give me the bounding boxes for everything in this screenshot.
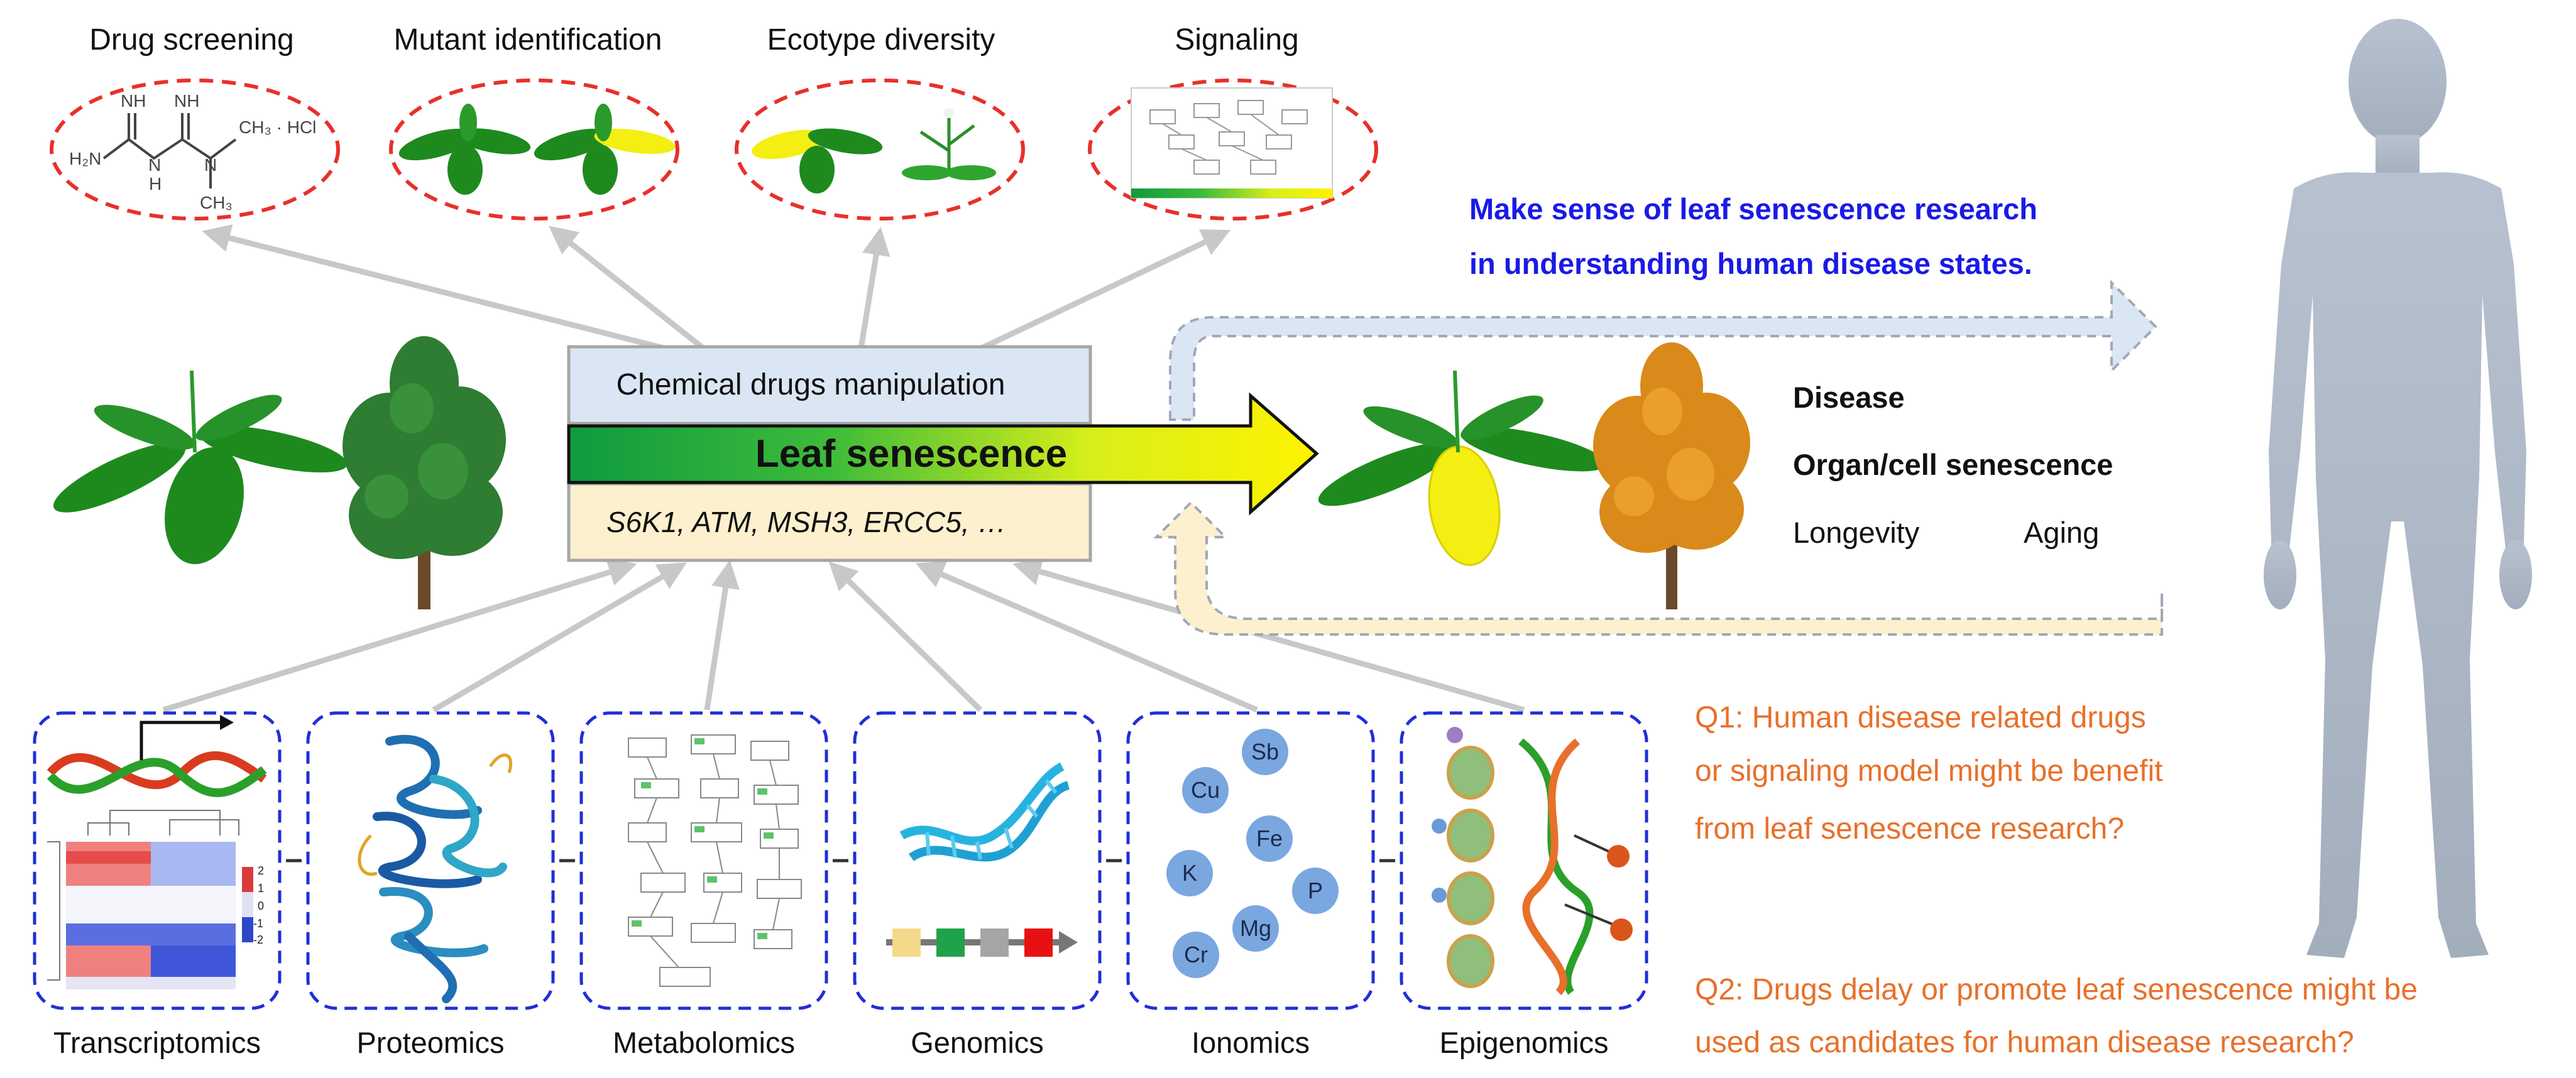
human-silhouette-icon (2264, 19, 2532, 959)
message-line-1: Make sense of leaf senescence research (1469, 192, 2037, 226)
drugs-manipulation-text: Chemical drugs manipulation (616, 368, 1006, 401)
protein-structure-icon (358, 734, 513, 1003)
dna-expression-icon (47, 715, 267, 797)
dna-helix-icon (899, 762, 1070, 862)
gene-blocks-icon (886, 928, 1078, 957)
label-metabolomics: Metabolomics (613, 1026, 795, 1059)
nucleosome-icon (1432, 727, 1494, 988)
q2-line-2: used as candidates for human disease res… (1695, 1026, 2354, 1059)
outcome-longevity: Longevity (1793, 516, 1920, 549)
outcome-disease: Disease (1793, 381, 1905, 414)
ion-k: K (1182, 860, 1197, 886)
heatmap-icon: 2 1 0 -1 -2 (47, 810, 264, 989)
mutant-plants-icon (398, 104, 676, 195)
leaf-senescence-arrow (567, 392, 1319, 516)
message-line-2: in understanding human disease states. (1469, 247, 2032, 280)
mutant-ellipse (389, 79, 679, 220)
ion-cu: Cu (1191, 777, 1220, 803)
ion-fe: Fe (1256, 825, 1283, 851)
q1-line-1: Q1: Human disease related drugs (1695, 701, 2146, 734)
tree-icon (343, 336, 506, 609)
ecotype-plants-icon (752, 108, 996, 193)
ion-mg: Mg (1240, 915, 1271, 941)
drugs-manipulation-box (567, 345, 1092, 425)
application-ellipses (50, 79, 1378, 220)
blue-feedback-arrow (1169, 280, 2157, 421)
leaf-senescence-label: Leaf senescence (755, 432, 1068, 476)
label-mutant-identification: Mutant identification (393, 23, 662, 57)
nh-label-2: NH (174, 91, 199, 111)
pathway-map-icon (628, 734, 802, 987)
genes-box (567, 482, 1092, 562)
omics-boxes (33, 711, 1648, 1010)
n-label-1: N (148, 155, 161, 175)
h2n-label: H₂N (69, 149, 101, 168)
label-transcriptomics: Transcriptomics (53, 1026, 261, 1059)
scale-2: 2 (258, 864, 264, 877)
hcl-label: CH₃ · HCl (239, 117, 316, 137)
scale-1: 1 (258, 882, 264, 895)
application-arrows (202, 224, 1231, 352)
label-epigenomics: Epigenomics (1439, 1026, 1609, 1059)
omics-arrows (162, 558, 1525, 713)
ion-sb: Sb (1251, 739, 1279, 765)
drug-screening-ellipse (50, 79, 340, 220)
methylated-dna-icon (1518, 738, 1633, 996)
h-label: H (149, 174, 162, 193)
genes-text: S6K1, ATM, MSH3, ERCC5, … (606, 506, 1007, 538)
label-drug-screening: Drug screening (89, 23, 294, 57)
ion-cr: Cr (1184, 942, 1208, 967)
ion-circles (1166, 729, 1339, 978)
signaling-network-icon (1131, 87, 1333, 199)
ch3-label: CH₃ (200, 193, 233, 212)
scale-0: 0 (258, 900, 264, 912)
ecotype-ellipse (735, 79, 1025, 220)
metformin-structure (102, 113, 237, 188)
yellow-feedback-arrow (1153, 501, 2163, 636)
q1-line-3: from leaf senescence research? (1695, 812, 2125, 846)
arabidopsis-plant-icon (53, 370, 348, 565)
nh-label-1: NH (121, 91, 146, 111)
ion-p: P (1308, 878, 1323, 903)
label-proteomics: Proteomics (356, 1026, 505, 1059)
autumn-tree-icon (1593, 342, 1750, 609)
pathway-highlights (632, 738, 774, 939)
label-genomics: Genomics (911, 1026, 1044, 1059)
label-signaling: Signaling (1175, 23, 1299, 57)
n-label-2: N (204, 155, 217, 175)
scale-m2: -2 (253, 934, 263, 946)
signaling-ellipse (1088, 79, 1378, 220)
senescent-plant-icon (1318, 370, 1606, 566)
label-ecotype-diversity: Ecotype diversity (767, 23, 995, 57)
label-ionomics: Ionomics (1191, 1026, 1310, 1059)
scale-m1: -1 (253, 917, 263, 930)
outcome-aging: Aging (2024, 516, 2100, 549)
q1-line-2: or signaling model might be benefit (1695, 754, 2163, 788)
outcome-organ-senescence: Organ/cell senescence (1793, 448, 2113, 481)
q2-line-1: Q2: Drugs delay or promote leaf senescen… (1695, 973, 2418, 1006)
